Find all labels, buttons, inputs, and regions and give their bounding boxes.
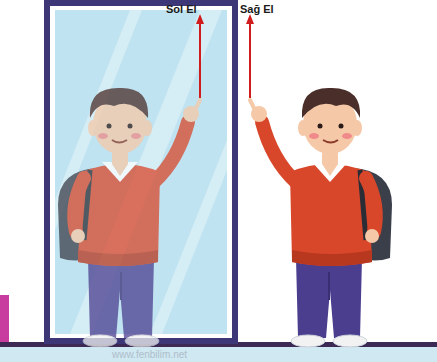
hand-label: Sağ El [240, 3, 274, 15]
hand-label: Sol El [166, 3, 197, 15]
watermark: www.fenbilim.net [112, 349, 187, 360]
